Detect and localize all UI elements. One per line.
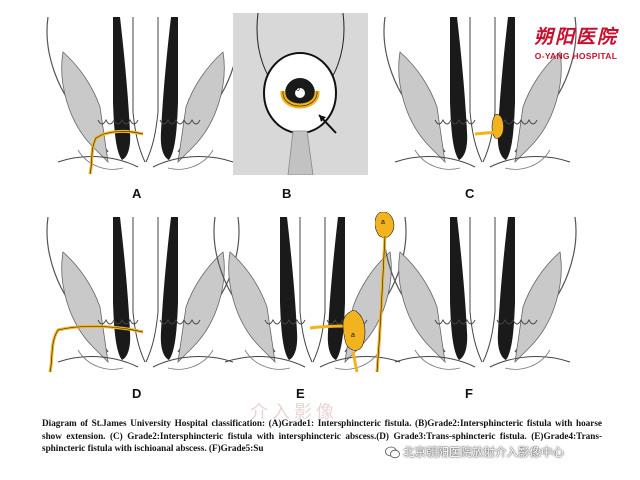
intersphincteric-abscess xyxy=(491,114,504,139)
panel-f-diagram xyxy=(375,212,577,373)
panel-label-e: E xyxy=(296,386,305,401)
ischioanal-abscess xyxy=(342,310,366,351)
logo-english: O-YANG HOSPITAL xyxy=(534,51,618,61)
hospital-logo: 朔阳医院 O-YANG HOSPITAL xyxy=(520,22,632,74)
panel-label-b: B xyxy=(282,186,292,201)
logo-chinese: 朔阳医院 xyxy=(533,26,618,48)
panel-label-c: C xyxy=(465,186,475,201)
wechat-icon xyxy=(385,446,400,458)
figure-caption: Diagram of St.James University Hospital … xyxy=(42,418,602,454)
panel-e-diagram xyxy=(213,216,407,373)
wechat-account-badge: 北京朝阳医院放射介入影像中心 xyxy=(385,444,564,460)
panel-f-marker: a xyxy=(381,219,385,226)
panel-label-f: F xyxy=(465,386,473,401)
panel-a-diagram xyxy=(46,16,240,175)
panel-label-a: A xyxy=(132,186,142,201)
panel-d-diagram xyxy=(46,216,240,373)
panel-b-marker: 0 xyxy=(296,86,300,93)
panel-label-d: D xyxy=(132,386,142,401)
panel-e-marker: a xyxy=(351,332,355,339)
wechat-account-name: 北京朝阳医院放射介入影像中心 xyxy=(403,445,564,459)
panel-c-diagram xyxy=(383,16,577,170)
panel-b-diagram xyxy=(256,13,345,175)
watermark: 介入影像 xyxy=(250,402,338,423)
